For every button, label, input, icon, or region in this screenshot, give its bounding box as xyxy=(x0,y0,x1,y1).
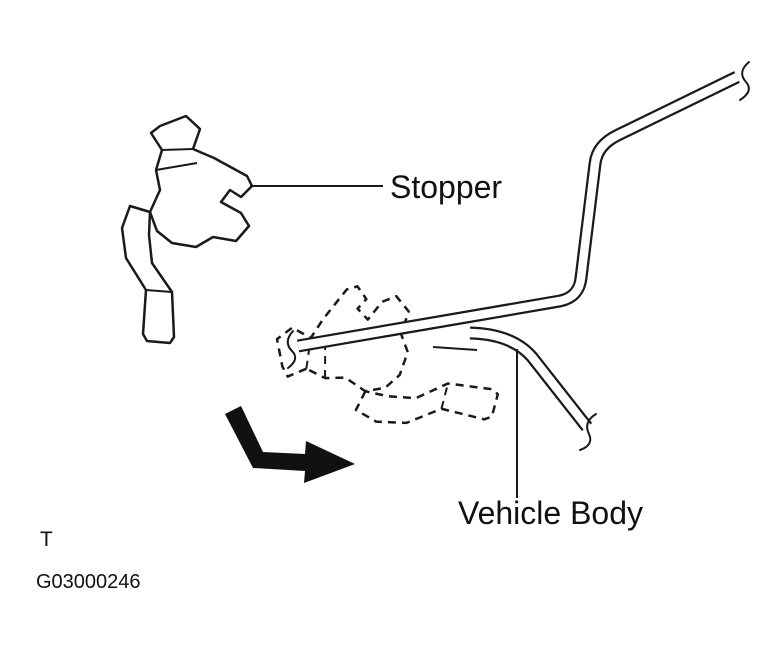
footer-marker: T xyxy=(40,528,53,551)
direction-arrow-icon xyxy=(225,406,355,483)
vehicle-body-branch-outline xyxy=(469,326,593,432)
vehicle-body-rod-inner xyxy=(297,73,739,351)
break-mark-top-right xyxy=(739,61,750,101)
break-mark-branch-end xyxy=(579,413,597,451)
stopper-label: Stopper xyxy=(390,169,502,205)
figure-id: G03000246 xyxy=(36,571,141,593)
vehicle-body-label: Vehicle Body xyxy=(458,495,643,531)
stopper-part xyxy=(120,114,254,345)
break-mark-left-end xyxy=(286,330,297,369)
clip-notch-detail xyxy=(432,346,478,351)
stopper-ghost-outline xyxy=(264,272,514,443)
vehicle-body-branch-inner xyxy=(469,328,591,430)
